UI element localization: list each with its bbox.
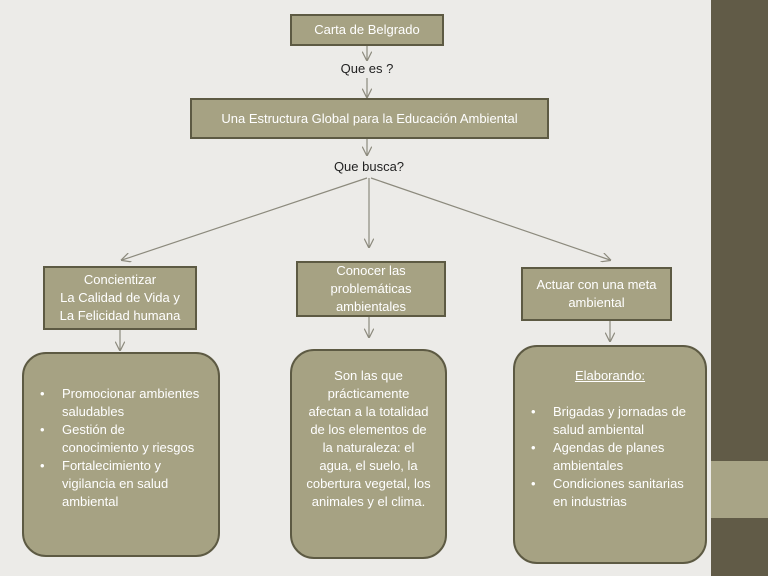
- detail-right-item: Agendas de planes ambientales: [515, 439, 691, 475]
- branch-right-box: Actuar con una meta ambiental: [521, 267, 672, 321]
- structure-box-text: Una Estructura Global para la Educación …: [221, 110, 518, 126]
- detail-center-box: Son las que prácticamente afectan a la t…: [290, 349, 447, 559]
- detail-left-item: Gestión de conocimiento y riesgos: [24, 421, 204, 457]
- structure-box: Una Estructura Global para la Educación …: [190, 98, 549, 139]
- detail-left-box: Promocionar ambientes saludables Gestión…: [22, 352, 220, 557]
- question-seek-label: Que busca?: [333, 159, 405, 174]
- detail-left-item: Promocionar ambientes saludables: [24, 385, 204, 421]
- branch-center-line: problemáticas: [330, 281, 412, 296]
- detail-right-item: Brigadas y jornadas de salud ambiental: [515, 403, 691, 439]
- branch-left-box: Concientizar La Calidad de Vida y La Fel…: [43, 266, 197, 330]
- branch-right-line: ambiental: [568, 295, 625, 310]
- detail-left-item: Fortalecimiento y vigilancia en salud am…: [24, 457, 204, 511]
- branch-left-line: La Calidad de Vida y: [60, 290, 180, 305]
- detail-right-heading: Elaborando:: [574, 368, 646, 383]
- detail-right-box: Elaborando: Brigadas y jornadas de salud…: [513, 345, 707, 564]
- sidebar-decoration-light: [711, 461, 768, 518]
- title-box-text: Carta de Belgrado: [314, 22, 420, 37]
- branch-center-box: Conocer las problemáticas ambientales: [296, 261, 446, 317]
- branch-right-line: Actuar con una meta: [536, 277, 657, 292]
- detail-center-text: Son las que prácticamente afectan a la t…: [306, 368, 431, 509]
- detail-left-list: Promocionar ambientes saludables Gestión…: [24, 385, 218, 511]
- question-what-label: Que es ?: [340, 61, 394, 76]
- branch-left-line: Concientizar: [83, 272, 157, 287]
- branch-left-line: La Felicidad humana: [59, 308, 181, 323]
- title-box: Carta de Belgrado: [290, 14, 444, 46]
- branch-center-line: Conocer las: [336, 263, 406, 278]
- branch-center-line: ambientales: [335, 299, 407, 314]
- detail-right-item: Condiciones sanitarias en industrias: [515, 475, 691, 511]
- detail-right-list: Brigadas y jornadas de salud ambiental A…: [515, 403, 705, 511]
- arrow-to-left-branch: [122, 177, 368, 260]
- arrow-to-right-branch: [370, 177, 610, 260]
